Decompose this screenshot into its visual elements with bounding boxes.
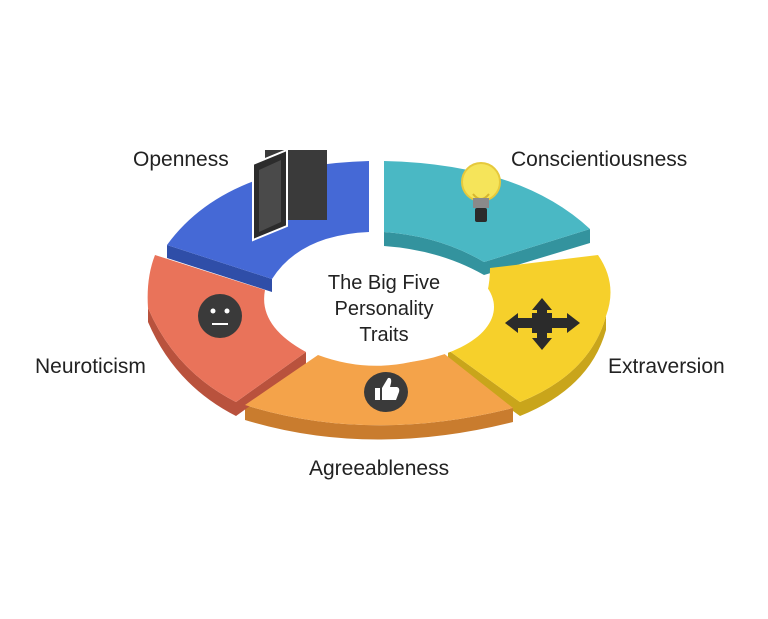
neuroticism-label: Neuroticism bbox=[35, 355, 146, 378]
conscientiousness-label: Conscientiousness bbox=[511, 148, 688, 171]
lightbulb-icon bbox=[461, 162, 501, 222]
agreeableness-label: Agreeableness bbox=[309, 457, 450, 480]
center-title-line-1: The Big Five bbox=[327, 272, 441, 294]
center-hole bbox=[268, 250, 494, 364]
openness-label: Openness bbox=[133, 148, 229, 171]
four-arrows-icon bbox=[505, 298, 580, 350]
agreeableness-side bbox=[245, 405, 513, 440]
openness-side bbox=[167, 245, 272, 292]
thumbs-up-icon bbox=[364, 372, 408, 412]
conscientiousness-side bbox=[384, 229, 590, 275]
neuroticism-side bbox=[148, 308, 306, 416]
neutral-face-icon bbox=[198, 294, 242, 338]
center-title-line-3: Traits bbox=[359, 324, 409, 346]
center-title-line-2: Personality bbox=[334, 298, 434, 320]
center-title: The Big Five Personality Traits bbox=[284, 270, 484, 348]
door-icon bbox=[252, 148, 327, 242]
extraversion-label: Extraversion bbox=[608, 355, 725, 378]
